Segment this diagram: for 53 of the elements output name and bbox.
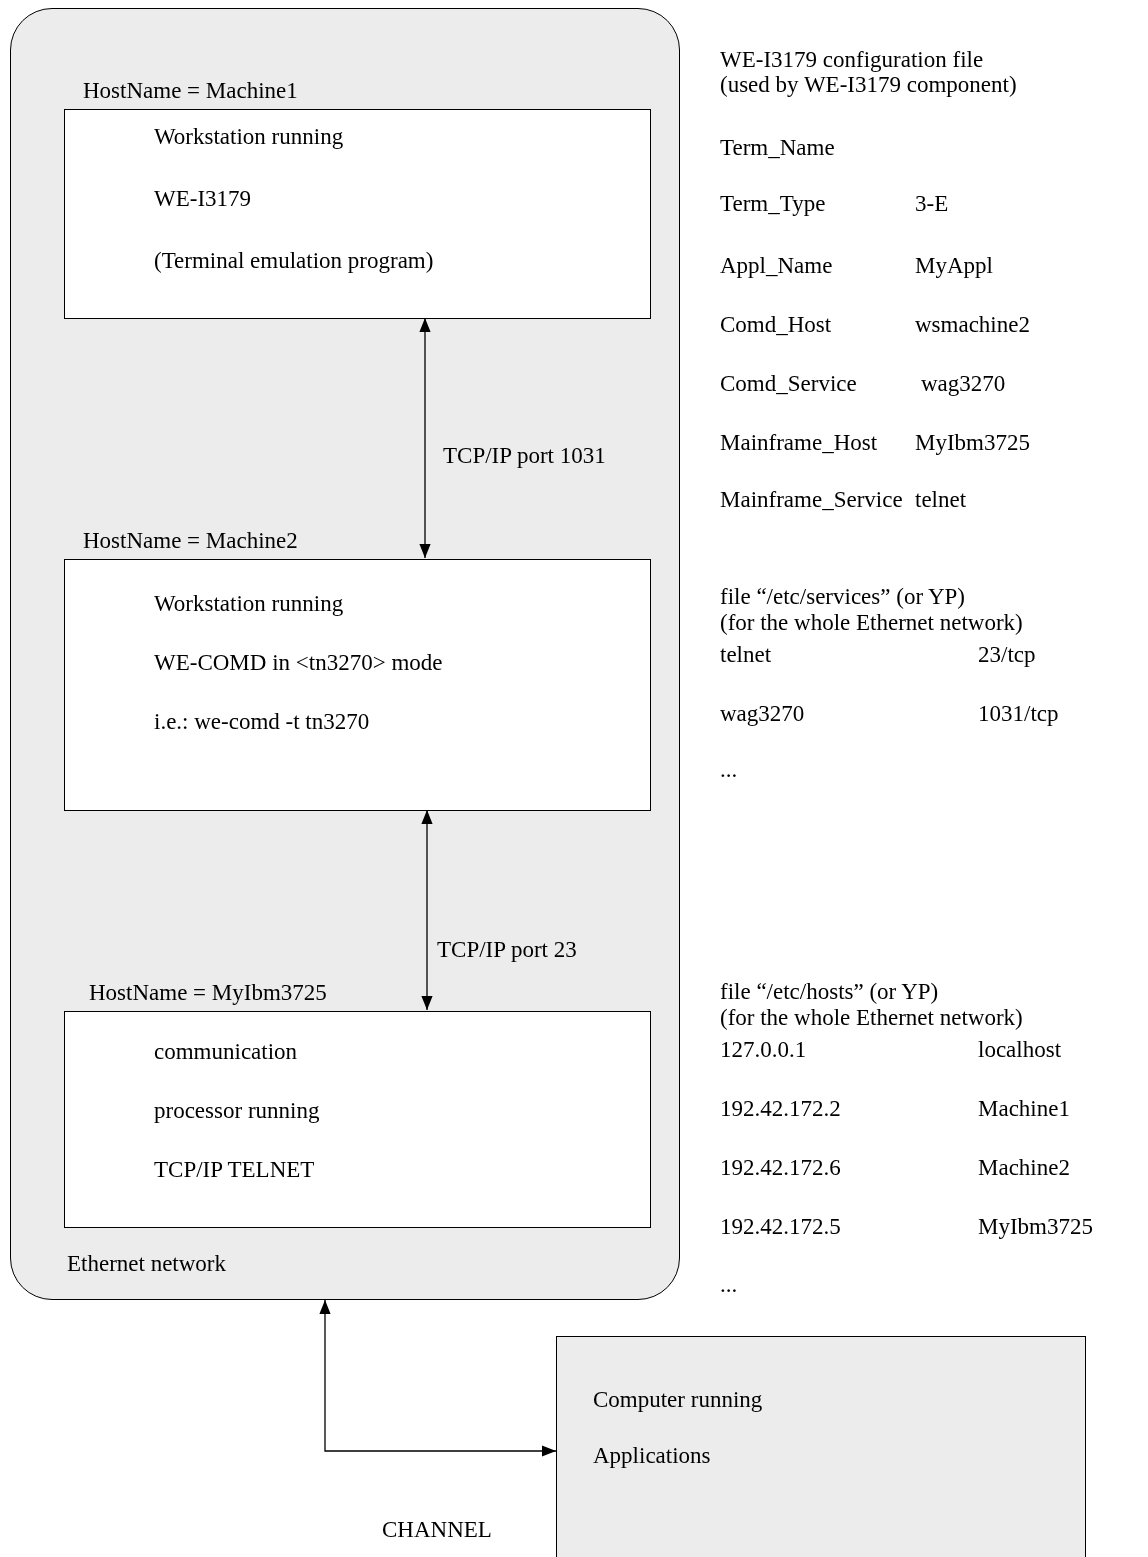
table-cell: Machine1 bbox=[978, 1096, 1070, 1122]
note-text: file “/etc/hosts” (or YP) bbox=[720, 979, 939, 1005]
table-cell: 192.42.172.5 bbox=[720, 1214, 841, 1240]
table-cell: telnet bbox=[915, 487, 967, 513]
table-cell: 23/tcp bbox=[978, 642, 1036, 668]
table-cell: Appl_Name bbox=[720, 253, 833, 279]
table-cell: wag3270 bbox=[921, 371, 1006, 397]
table-cell: wsmachine2 bbox=[915, 312, 1030, 338]
table-cell: localhost bbox=[978, 1037, 1062, 1063]
host-name: HostName = Machine1 bbox=[83, 78, 298, 104]
host-name: HostName = MyIbm3725 bbox=[89, 980, 327, 1006]
arrow bbox=[421, 809, 433, 1011]
box-text: processor running bbox=[154, 1098, 320, 1124]
table-cell: Comd_Service bbox=[720, 371, 857, 397]
table-cell: Comd_Host bbox=[720, 312, 832, 338]
box-text: WE-I3179 bbox=[154, 186, 252, 212]
box-text: i.e.: we-comd -t tn3270 bbox=[154, 709, 370, 735]
table-cell: 1031/tcp bbox=[978, 701, 1059, 727]
table-cell: 3-E bbox=[915, 191, 949, 217]
table-cell: telnet bbox=[720, 642, 772, 668]
note-text: file “/etc/services” (or YP) bbox=[720, 584, 965, 610]
computer-box bbox=[556, 1336, 1086, 1557]
note-text: (for the whole Ethernet network) bbox=[720, 1005, 1023, 1031]
table-cell: 192.42.172.2 bbox=[720, 1096, 841, 1122]
box-text: Workstation running bbox=[154, 591, 344, 617]
box-text: Applications bbox=[593, 1443, 711, 1469]
host-name: HostName = Machine2 bbox=[83, 528, 298, 554]
network-area bbox=[10, 8, 680, 1300]
table-cell: 127.0.0.1 bbox=[720, 1037, 807, 1063]
table-cell: wag3270 bbox=[720, 701, 805, 727]
box-text: Computer running bbox=[593, 1387, 763, 1413]
note-text: (for the whole Ethernet network) bbox=[720, 610, 1023, 636]
table-cell: Mainframe_Service bbox=[720, 487, 903, 513]
arrow bbox=[419, 317, 431, 559]
note-text: (used by WE-I3179 component) bbox=[720, 72, 1017, 98]
table-cell: MyAppl bbox=[915, 253, 993, 279]
table-cell: Mainframe_Host bbox=[720, 430, 878, 456]
table-cell: Machine2 bbox=[978, 1155, 1070, 1181]
box-text: WE-COMD in <tn3270> mode bbox=[154, 650, 443, 676]
table-cell: Term_Type bbox=[720, 191, 826, 217]
box-text: (Terminal emulation program) bbox=[154, 248, 434, 274]
table-cell: ... bbox=[720, 757, 738, 783]
area-label: Ethernet network bbox=[67, 1251, 227, 1277]
table-cell: 192.42.172.6 bbox=[720, 1155, 841, 1181]
box-text: Workstation running bbox=[154, 124, 344, 150]
table-cell: MyIbm3725 bbox=[915, 430, 1030, 456]
table-cell: ... bbox=[720, 1272, 738, 1298]
box-text: communication bbox=[154, 1039, 298, 1065]
box-text: TCP/IP TELNET bbox=[154, 1157, 315, 1183]
note-text: WE-I3179 configuration file bbox=[720, 47, 984, 73]
arrow bbox=[319, 1299, 557, 1457]
table-cell: MyIbm3725 bbox=[978, 1214, 1093, 1240]
table-cell: Term_Name bbox=[720, 135, 835, 161]
